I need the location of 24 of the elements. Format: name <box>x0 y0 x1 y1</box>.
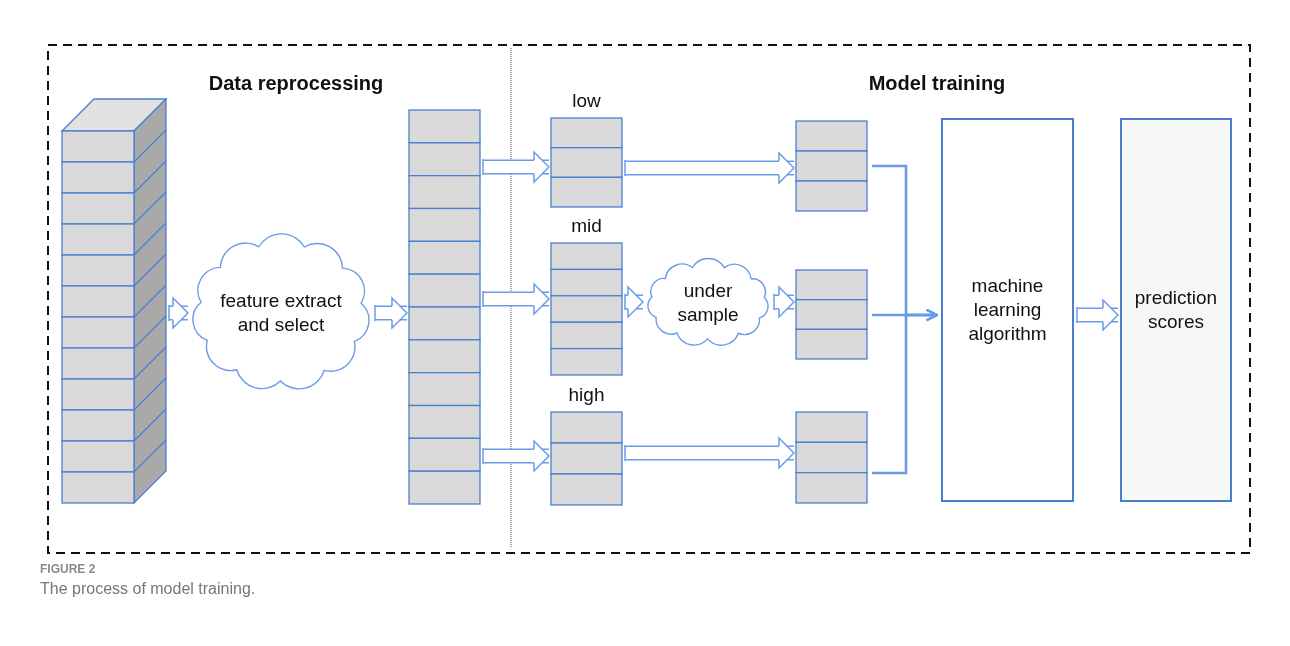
hollow-arrow <box>624 152 795 184</box>
hollow-arrow <box>1076 299 1119 331</box>
node-label: machine learning algorithm <box>967 274 1048 346</box>
figure-caption: The process of model training. <box>40 580 256 598</box>
hollow-arrow <box>482 283 550 315</box>
section-heading: Data reprocessing <box>208 72 384 95</box>
process-box <box>941 118 1074 502</box>
figure-number: FIGURE 2 <box>40 562 96 576</box>
group-heading: high <box>567 384 606 406</box>
node-label: feature extract and select <box>219 288 343 337</box>
process-box <box>1120 118 1232 502</box>
hollow-arrow <box>773 286 795 318</box>
hollow-arrow <box>624 286 644 318</box>
section-heading: Model training <box>868 72 1006 95</box>
hollow-arrow <box>168 297 189 329</box>
hollow-arrow <box>624 437 795 469</box>
connector-arrow <box>872 308 939 475</box>
node-label: prediction scores <box>1133 286 1219 334</box>
hollow-arrow <box>374 297 408 329</box>
hollow-arrow <box>482 440 550 472</box>
node-label: under sample <box>676 278 740 327</box>
hollow-arrow <box>482 151 550 183</box>
group-heading: low <box>571 90 602 112</box>
group-heading: mid <box>570 215 603 237</box>
